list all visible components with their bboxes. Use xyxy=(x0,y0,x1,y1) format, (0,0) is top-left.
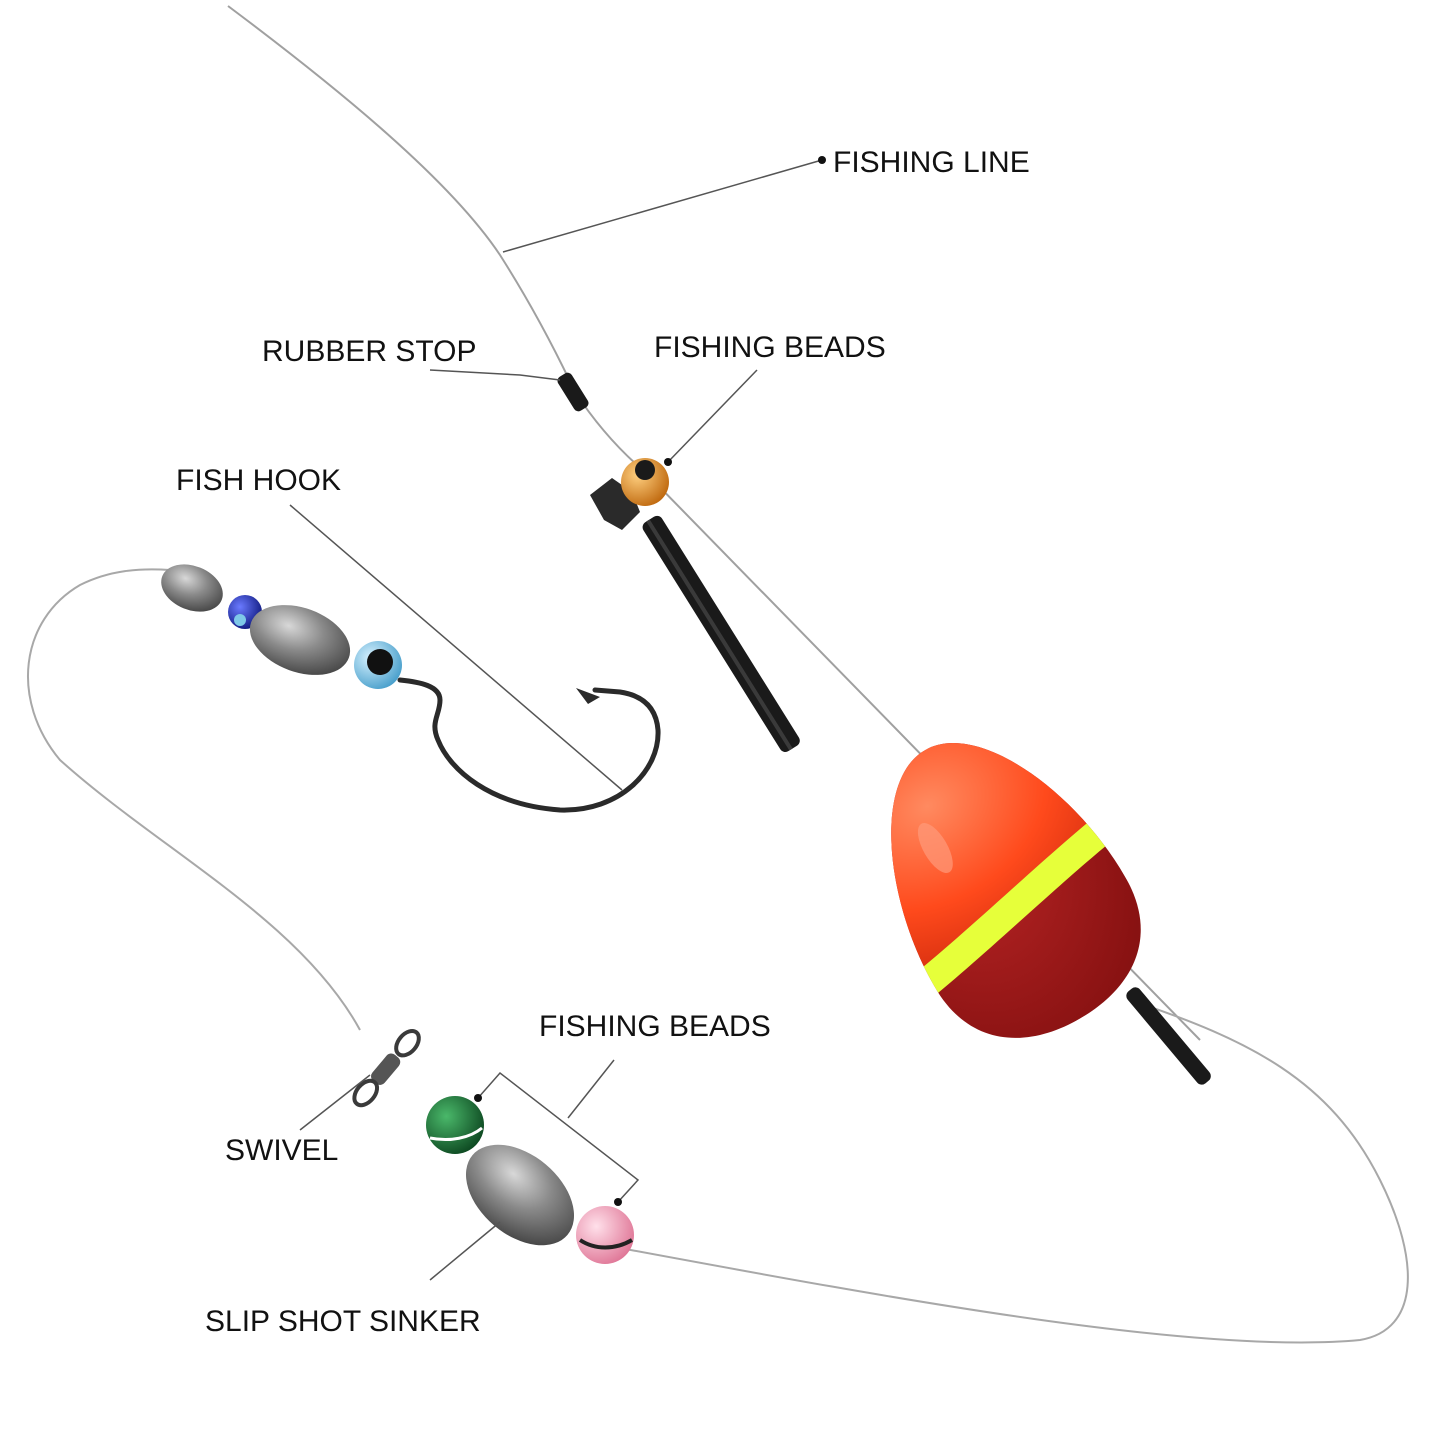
float-stem xyxy=(642,515,800,752)
pink-bead xyxy=(576,1206,634,1264)
slip-shot-sinker xyxy=(465,1144,575,1246)
label-fish-hook: FISH HOOK xyxy=(176,464,342,497)
hook-sinker-large xyxy=(249,605,351,675)
leader-dot-green-bead xyxy=(474,1094,482,1102)
orange-bead xyxy=(621,458,669,506)
leader-fishing-line xyxy=(502,159,823,253)
leader-slip-shot-sinker xyxy=(429,1221,501,1281)
bracket-fishing-beads xyxy=(477,1071,640,1203)
label-fishing-line: FISHING LINE xyxy=(833,146,1030,179)
float-body xyxy=(829,695,1176,1074)
label-fishing-beads-bottom: FISHING BEADS xyxy=(539,1010,771,1043)
swivel xyxy=(352,1029,421,1108)
hook-bead-light-blue xyxy=(354,641,402,689)
leader-lines xyxy=(289,156,826,1281)
fishing-line-leader xyxy=(26,568,361,1031)
float-lower-stem xyxy=(1126,987,1211,1085)
label-swivel: SWIVEL xyxy=(225,1134,339,1167)
rubber-stop xyxy=(557,372,589,412)
leader-fish-hook xyxy=(289,504,623,791)
hook-sinker-small xyxy=(161,564,223,612)
leader-fishing-beads-bottom xyxy=(567,1059,615,1119)
hook-barb xyxy=(576,688,600,704)
leader-dot-fishing-line xyxy=(818,156,826,164)
leader-fishing-beads-top xyxy=(667,369,758,463)
leader-dot-fishing-beads-top xyxy=(664,458,672,466)
fishing-line-lower xyxy=(619,999,1409,1344)
label-fishing-beads-top: FISHING BEADS xyxy=(654,331,886,364)
leader-dot-pink-bead xyxy=(614,1198,622,1206)
fish-hook xyxy=(397,677,661,813)
leader-rubber-stop xyxy=(429,369,561,381)
green-bead xyxy=(426,1096,484,1154)
fishing-line xyxy=(227,5,1201,1041)
label-slip-shot-sinker: SLIP SHOT SINKER xyxy=(205,1305,481,1338)
label-rubber-stop: RUBBER STOP xyxy=(262,335,477,368)
leader-swivel xyxy=(299,1074,371,1131)
